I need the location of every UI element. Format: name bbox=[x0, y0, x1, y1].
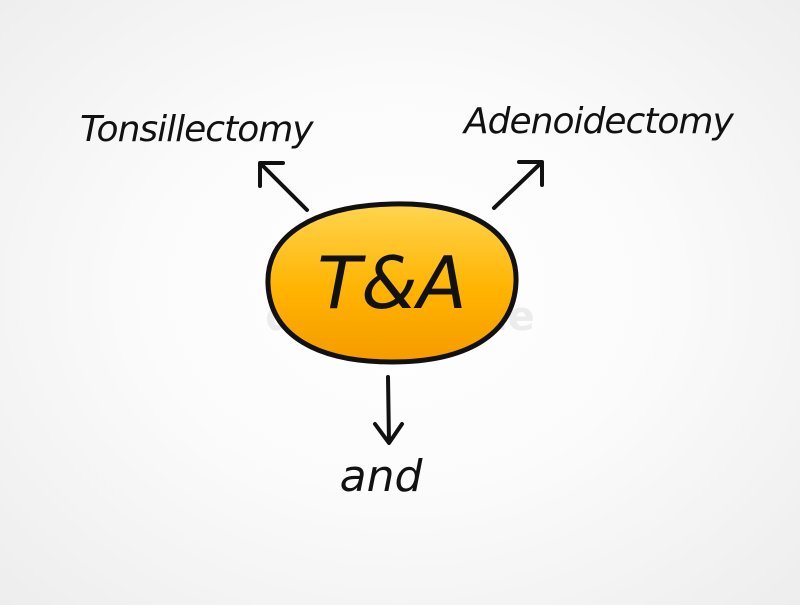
arrow-up-left bbox=[258, 161, 309, 212]
arrow-down bbox=[373, 375, 404, 445]
arrow-up-right bbox=[492, 160, 544, 210]
branch-label-adenoidectomy: Adenoidectomy bbox=[462, 101, 734, 142]
branch-label-and: and bbox=[340, 451, 424, 502]
center-oval bbox=[265, 201, 519, 365]
center-label: T&A bbox=[317, 241, 466, 325]
center-node: T&A bbox=[265, 201, 519, 365]
branch-label-tonsillectomy: Tonsillectomy bbox=[80, 109, 314, 150]
